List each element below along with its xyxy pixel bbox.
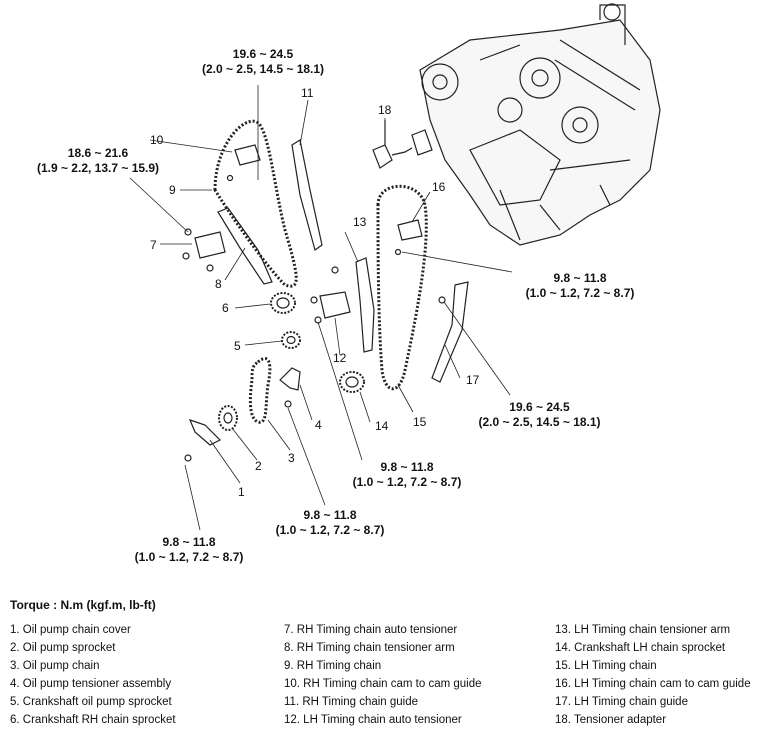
torque-value: 18.6 ~ 21.6 — [67, 146, 129, 160]
part-7-rh-auto-tensioner — [194, 231, 226, 259]
part-18-tensioner-adapter — [372, 120, 433, 169]
legend-item: 14. Crankshaft LH chain sprocket — [555, 642, 726, 654]
torque-value: 9.8 ~ 11.8 — [303, 508, 357, 522]
part-number-11: 11 — [301, 86, 314, 100]
torque-value: 9.8 ~ 11.8 — [380, 460, 434, 474]
part-10-rh-cam-to-cam-guide — [234, 144, 261, 166]
torque-callout: 19.6 ~ 24.5 (2.0 ~ 2.5, 14.5 ~ 18.1) — [193, 47, 333, 77]
part-number-12: 12 — [333, 351, 347, 365]
torque-conversion: (1.0 ~ 1.2, 7.2 ~ 8.7) — [275, 523, 385, 537]
torque-callout: 9.8 ~ 11.8 (1.0 ~ 1.2, 7.2 ~ 8.7) — [124, 535, 254, 565]
part-number-18: 18 — [378, 103, 392, 117]
legend-item: 18. Tensioner adapter — [555, 714, 667, 726]
part-number-13: 13 — [353, 215, 367, 229]
part-number-2: 2 — [255, 459, 262, 473]
torque-value: 9.8 ~ 11.8 — [553, 271, 607, 285]
part-number-9: 9 — [169, 183, 176, 197]
part-number-4: 4 — [315, 418, 322, 432]
timing-chain-exploded-view — [129, 3, 661, 531]
part-4-oil-pump-tensioner — [279, 367, 301, 391]
part-8-rh-tensioner-arm — [217, 207, 273, 285]
torque-value: 19.6 ~ 24.5 — [232, 47, 294, 61]
part-14-crankshaft-lh-sprocket — [339, 371, 365, 393]
torque-callout: 9.8 ~ 11.8 (1.0 ~ 1.2, 7.2 ~ 8.7) — [515, 271, 645, 301]
part-6-crankshaft-rh-sprocket — [270, 292, 296, 314]
leader-lines — [129, 85, 513, 531]
part-15-lh-timing-chain — [376, 184, 428, 391]
legend-item: 7. RH Timing chain auto tensioner — [284, 624, 458, 636]
legend-item: 12. LH Timing chain auto tensioner — [284, 714, 462, 726]
part-number-10: 10 — [150, 133, 164, 147]
part-13-lh-tensioner-arm — [355, 257, 375, 353]
torque-callout: 9.8 ~ 11.8 (1.0 ~ 1.2, 7.2 ~ 8.7) — [265, 508, 395, 538]
part-17-lh-timing-chain-guide — [431, 281, 469, 383]
part-number-17: 17 — [466, 373, 480, 387]
legend-item: 5. Crankshaft oil pump sprocket — [10, 696, 172, 708]
legend-item: 16. LH Timing chain cam to cam guide — [555, 678, 751, 690]
torque-callout: 18.6 ~ 21.6 (1.9 ~ 2.2, 13.7 ~ 15.9) — [28, 146, 168, 176]
part-number-14: 14 — [375, 419, 389, 433]
legend-item: 9. RH Timing chain — [284, 660, 382, 672]
torque-value: 19.6 ~ 24.5 — [509, 400, 570, 414]
legend-column-3: 13. LH Timing chain tensioner arm 14. Cr… — [555, 621, 751, 729]
part-number-7: 7 — [150, 238, 157, 252]
part-9-rh-timing-chain — [213, 119, 298, 288]
legend-item: 13. LH Timing chain tensioner arm — [555, 624, 731, 636]
torque-conversion: (1.9 ~ 2.2, 13.7 ~ 15.9) — [36, 161, 160, 175]
legend-title: Torque : N.m (kgf.m, lb-ft) — [10, 598, 156, 612]
torque-conversion: (1.0 ~ 1.2, 7.2 ~ 8.7) — [352, 475, 462, 489]
legend-item: 17. LH Timing chain guide — [555, 696, 688, 708]
part-3-oil-pump-chain — [248, 357, 272, 424]
part-number-5: 5 — [234, 339, 241, 353]
part-11-rh-timing-chain-guide — [291, 139, 323, 251]
legend-item: 15. LH Timing chain — [555, 660, 657, 672]
part-number-3: 3 — [288, 451, 295, 465]
legend-item: 10. RH Timing chain cam to cam guide — [284, 678, 482, 690]
legend-column-2: 7. RH Timing chain auto tensioner 8. RH … — [284, 621, 482, 729]
torque-conversion: (1.0 ~ 1.2, 7.2 ~ 8.7) — [525, 286, 635, 300]
part-number-8: 8 — [215, 277, 222, 291]
part-12-lh-auto-tensioner — [319, 291, 351, 319]
part-number-15: 15 — [413, 415, 427, 429]
part-1-oil-pump-chain-cover — [188, 419, 222, 446]
torque-conversion: (1.0 ~ 1.2, 7.2 ~ 8.7) — [134, 550, 244, 564]
legend-item: 3. Oil pump chain — [10, 660, 100, 672]
legend-item: 1. Oil pump chain cover — [10, 624, 131, 636]
legend-item: 6. Crankshaft RH chain sprocket — [10, 714, 176, 726]
part-number-16: 16 — [432, 180, 446, 194]
torque-callout: 9.8 ~ 11.8 (1.0 ~ 1.2, 7.2 ~ 8.7) — [342, 460, 472, 490]
legend-item: 8. RH Timing chain tensioner arm — [284, 642, 455, 654]
torque-conversion: (2.0 ~ 2.5, 14.5 ~ 18.1) — [201, 62, 325, 76]
legend-item: 4. Oil pump tensioner assembly — [10, 678, 172, 690]
legend-item: 2. Oil pump sprocket — [10, 642, 116, 654]
legend-item: 11. RH Timing chain guide — [284, 696, 419, 708]
part-2-oil-pump-sprocket — [218, 405, 238, 431]
torque-conversion: (2.0 ~ 2.5, 14.5 ~ 18.1) — [478, 415, 601, 429]
part-number-6: 6 — [222, 301, 229, 315]
engine-block-illustration — [419, 3, 661, 246]
legend-column-1: 1. Oil pump chain cover 2. Oil pump spro… — [10, 621, 176, 729]
torque-callout: 19.6 ~ 24.5 (2.0 ~ 2.5, 14.5 ~ 18.1) — [467, 400, 612, 430]
torque-value: 9.8 ~ 11.8 — [162, 535, 216, 549]
part-5-crankshaft-oil-pump-sprocket — [281, 331, 301, 349]
part-16-lh-cam-to-cam-guide — [397, 219, 423, 241]
part-number-1: 1 — [238, 485, 245, 499]
